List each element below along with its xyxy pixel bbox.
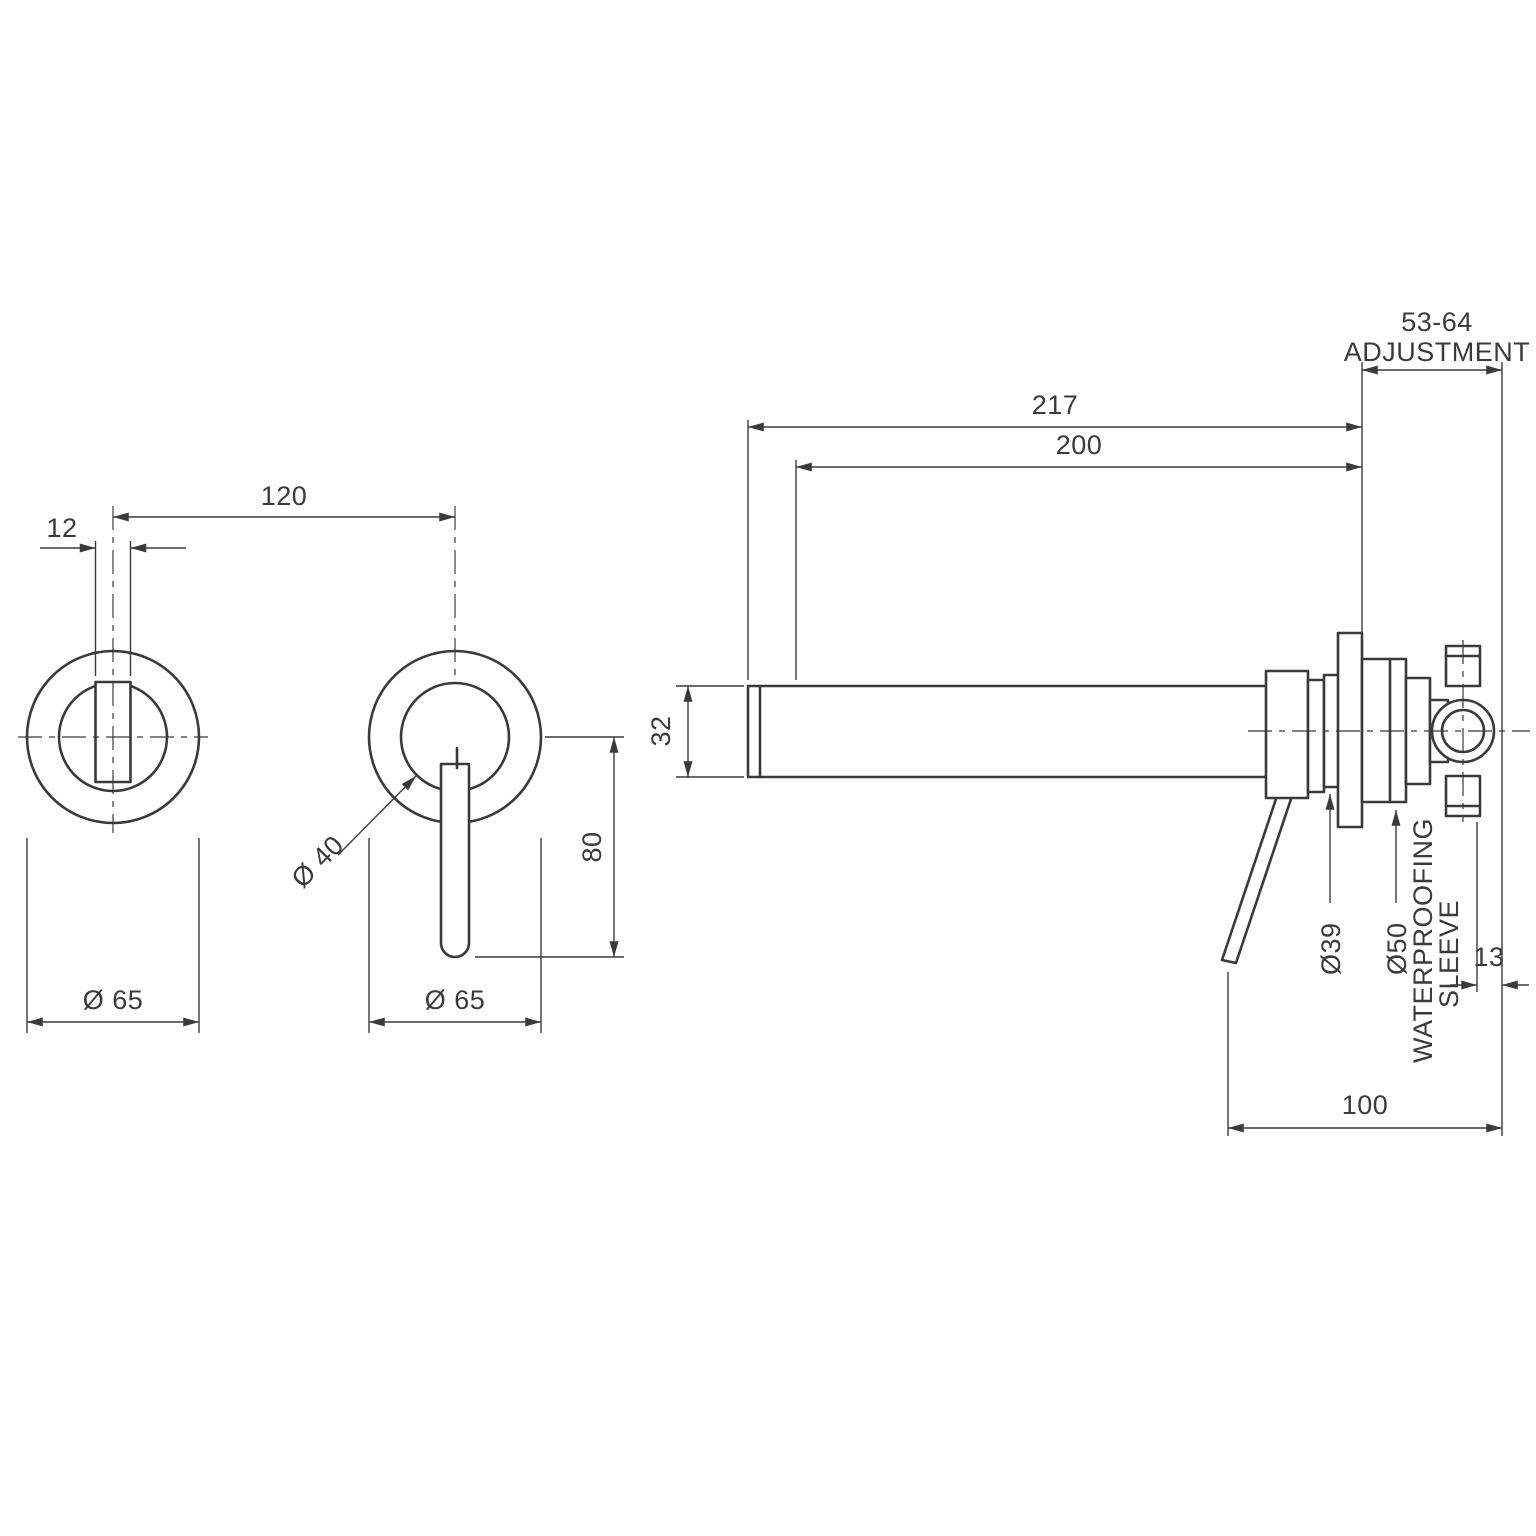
waterproofing-label: WATERPROOFING xyxy=(1408,818,1438,1063)
wall-plate-side xyxy=(1336,631,1364,829)
adjustment-range-label: 53-64 xyxy=(1401,307,1473,337)
dim-120-label: 120 xyxy=(261,481,308,511)
dim-80-label: 80 xyxy=(577,831,607,862)
spout-side xyxy=(746,684,1294,779)
dim-13-label: 13 xyxy=(1473,942,1504,972)
dia-50-label: Ø50 xyxy=(1382,922,1412,975)
dim-200-label: 200 xyxy=(1056,430,1103,460)
dia-40-label: Ø 40 xyxy=(286,830,350,894)
handle-pivot-body xyxy=(1264,669,1310,800)
adjustment-text-label: ADJUSTMENT xyxy=(1344,337,1531,367)
dim-12-label: 12 xyxy=(46,513,77,543)
mixer-handle-front xyxy=(439,762,471,959)
dim-100-label: 100 xyxy=(1342,1090,1389,1120)
front-view-mixer: 120 Ø 40 80 Ø 65 xyxy=(113,481,624,1033)
front-view-spout: 12 Ø 65 xyxy=(18,506,208,1033)
side-view: 32 217 200 53-64 ADJUSTMENT Ø39 Ø50 WATE… xyxy=(646,307,1530,1136)
sleeve-label: SLEEVE xyxy=(1434,900,1464,1008)
dia-39-label: Ø39 xyxy=(1316,922,1346,975)
dim-217-label: 217 xyxy=(1032,390,1079,420)
dia-65-left-label: Ø 65 xyxy=(83,985,144,1015)
dia-65-right-label: Ø 65 xyxy=(425,985,486,1015)
dim-32-label: 32 xyxy=(646,715,676,746)
mixer-handle-side xyxy=(1220,788,1295,965)
